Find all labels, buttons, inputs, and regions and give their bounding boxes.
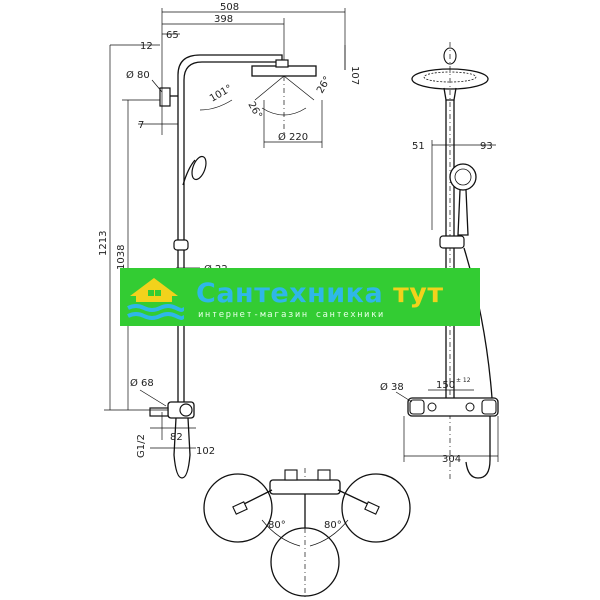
shower-arm-inner xyxy=(183,61,278,81)
dim-82: 82 xyxy=(170,432,183,443)
hand-shower-face xyxy=(454,168,472,186)
dim-304: 304 xyxy=(442,454,461,465)
dim-508: 508 xyxy=(220,2,239,13)
dim-g12: G1/2 xyxy=(136,434,147,458)
connector-top-left xyxy=(284,469,298,481)
dim-12: 12 xyxy=(140,41,153,52)
rain-head-neck xyxy=(443,87,457,101)
dim-dia68: Ø 68 xyxy=(130,377,154,389)
dim-26b: 26° xyxy=(315,75,333,96)
mixer-knob-side xyxy=(179,403,193,417)
dim-93: 93 xyxy=(480,141,493,152)
wall-inlet-right xyxy=(465,402,475,412)
wall-bracket-top xyxy=(159,87,171,107)
dim-102: 102 xyxy=(196,446,215,457)
hose-front xyxy=(463,247,493,399)
dim-107: 107 xyxy=(349,66,360,85)
hose-loop-front xyxy=(465,416,491,479)
dim-80-right: 80° xyxy=(324,520,342,531)
hand-shower-front xyxy=(449,163,477,191)
hand-shower-head xyxy=(191,155,207,181)
rain-head-nozzles xyxy=(423,71,477,83)
slider-front xyxy=(439,235,465,249)
arm-swing-right xyxy=(337,489,373,507)
thermostat-bar-front xyxy=(407,397,499,417)
house-waves-logo-icon xyxy=(127,278,184,320)
arm-head-left xyxy=(232,501,248,515)
brand-name: Сантехника тут xyxy=(196,278,444,309)
top-view: 80° 80° xyxy=(203,468,411,598)
dim-1213: 1213 xyxy=(98,231,109,256)
dim-150: 150 xyxy=(436,380,455,391)
arm-swing-left xyxy=(239,489,273,507)
thermostat-knob-left xyxy=(409,399,425,415)
wall-inlet-left xyxy=(427,402,437,412)
leader-68 xyxy=(139,389,167,407)
slider-holder xyxy=(173,239,189,251)
rotation-circle-center xyxy=(270,527,340,597)
dim-7: 7 xyxy=(138,120,144,131)
front-view: 51 93 Ø 38 150 ± 12 304 xyxy=(380,42,499,480)
dim-51: 51 xyxy=(412,141,425,152)
thermostat-top xyxy=(269,479,341,495)
brand-main: Сантехника xyxy=(196,278,384,309)
side-view: 508 398 65 12 107 Ø 80 101° 26° 26° Ø 22… xyxy=(98,2,360,479)
dim-80-left: 80° xyxy=(268,520,286,531)
dim-398: 398 xyxy=(214,14,233,25)
shower-head-joint xyxy=(275,59,289,68)
brand-accent: тут xyxy=(393,278,444,309)
spray-angle-line-left xyxy=(254,75,285,101)
dim-1038: 1038 xyxy=(116,245,127,270)
angle-arc-right xyxy=(309,519,349,547)
leader-80 xyxy=(151,79,163,93)
dim-65: 65 xyxy=(166,30,179,41)
spray-angle-line-right xyxy=(283,75,315,101)
hand-shower-body xyxy=(182,159,196,186)
dim-dia38: Ø 38 xyxy=(380,381,404,393)
angle-arc-101 xyxy=(199,99,233,111)
thermostat-knob-right xyxy=(481,399,497,415)
wall-connector xyxy=(149,407,169,417)
hand-shower-handle-front xyxy=(457,189,469,236)
shower-hose-loop xyxy=(173,417,191,479)
angle-arc-left xyxy=(261,519,301,547)
brand-tagline: интернет-магазин сантехники xyxy=(198,310,385,320)
arm-head-right xyxy=(364,501,380,515)
spray-arc xyxy=(261,107,307,116)
dim-dia220: Ø 220 xyxy=(278,131,308,143)
leader-38 xyxy=(395,391,413,403)
connector-top-right xyxy=(317,469,331,481)
dim-26a: 26° xyxy=(245,100,263,121)
dim-150-tolerance: ± 12 xyxy=(456,377,471,384)
shower-arm-outer xyxy=(177,54,283,76)
dim-dia80: Ø 80 xyxy=(126,69,150,81)
